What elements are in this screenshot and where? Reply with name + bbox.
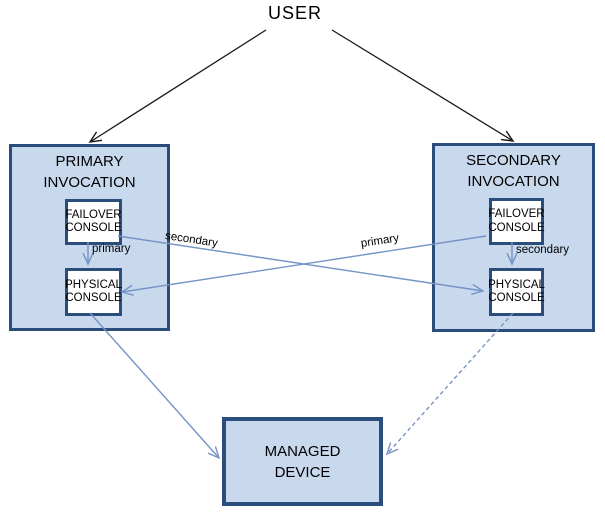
user-node: USER [267, 3, 322, 23]
managed-device-node: MANAGED DEVICE [222, 417, 383, 506]
edge-label-secondary-internal: secondary [516, 244, 570, 256]
primary-invocation-title: PRIMARY INVOCATION [12, 151, 167, 193]
secondary-physical-console-label-line2: CONSOLE [488, 292, 545, 304]
edge-label-secondary-cross: secondary [164, 230, 219, 250]
edge-user-to-primary-invocation [88, 29, 267, 143]
primary-physical-console-node: PHYSICAL CONSOLE [65, 268, 122, 316]
primary-physical-console-label-line1: PHYSICAL [65, 278, 122, 291]
edge-user-to-secondary-invocation [331, 29, 515, 142]
edge-label-primary-internal: primary [92, 243, 131, 255]
secondary-invocation-title: SECONDARY INVOCATION [435, 150, 592, 192]
secondary-failover-console-label-line2: CONSOLE [488, 221, 545, 234]
primary-failover-console-label-line2: CONSOLE [65, 222, 122, 234]
primary-failover-console-node: FAILOVER CONSOLE [65, 199, 122, 245]
primary-invocation-title-line2: INVOCATION [43, 174, 136, 191]
primary-physical-console-label-line2: CONSOLE [65, 292, 122, 304]
managed-device-label-line2: DEVICE [274, 463, 331, 481]
primary-invocation-group: PRIMARY INVOCATION FAILOVER CONSOLE PHYS… [9, 144, 170, 331]
secondary-physical-console-node: PHYSICAL CONSOLE [488, 268, 545, 316]
edge-label-primary-cross: primary [360, 232, 400, 250]
edge-primary-physical-to-managed-device [89, 312, 221, 460]
secondary-physical-console-label-line1: PHYSICAL [488, 278, 545, 291]
secondary-invocation-group: SECONDARY INVOCATION FAILOVER CONSOLE PH… [432, 143, 595, 332]
secondary-failover-console-node: FAILOVER CONSOLE [488, 198, 545, 245]
secondary-invocation-title-line1: SECONDARY [466, 152, 561, 169]
edge-secondary-physical-to-managed-device-dashed [385, 312, 514, 456]
secondary-failover-console-label-line1: FAILOVER [488, 208, 545, 220]
primary-failover-console-label-line1: FAILOVER [65, 208, 122, 221]
secondary-invocation-title-line2: INVOCATION [467, 173, 560, 190]
primary-invocation-title-line1: PRIMARY [55, 153, 124, 170]
managed-device-label-line1: MANAGED [264, 442, 341, 460]
